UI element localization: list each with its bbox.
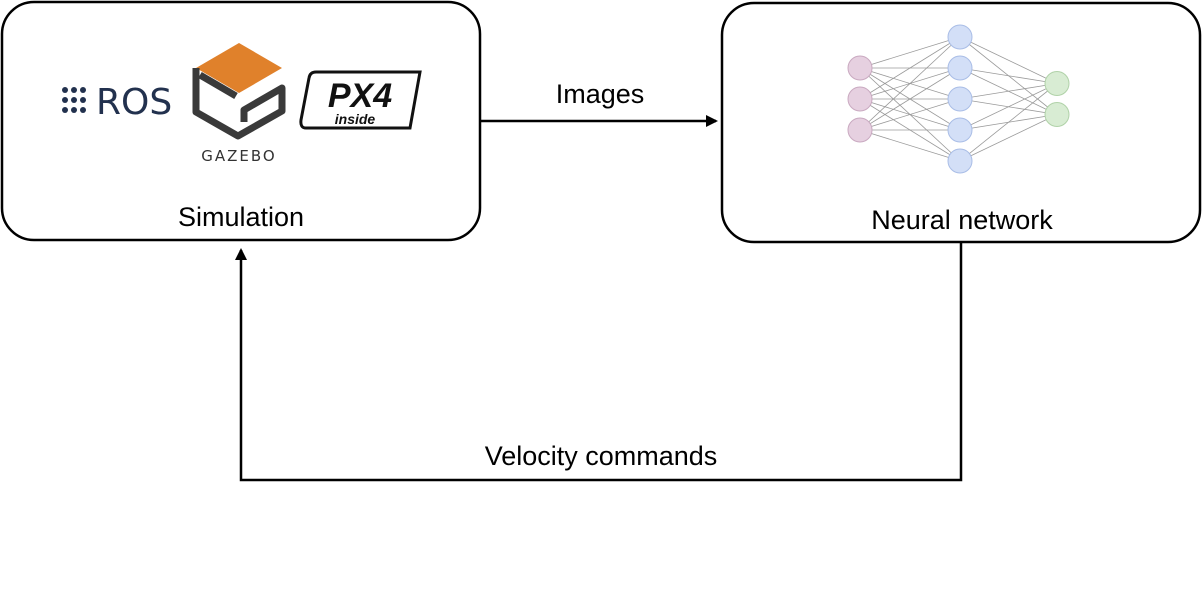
nn-connection [959, 83, 1058, 162]
nn-neuron-layer-2 [947, 148, 973, 174]
nn-connection [859, 129, 961, 162]
neural-network-label: Neural network [871, 205, 1053, 235]
nn-connection [859, 67, 961, 131]
gazebo-cube-top-icon [196, 43, 282, 93]
neural-network-node: Neural network [720, 1, 1202, 244]
velocity-commands-edge: Velocity commands [235, 243, 963, 482]
neural-network-graphic [847, 24, 1070, 174]
nn-connection [859, 36, 961, 100]
nn-connection [959, 114, 1058, 162]
px4-logo-text: PX4 [328, 77, 392, 115]
nn-neuron-layer-1 [847, 55, 873, 81]
nn-neuron-layer-3 [1044, 71, 1070, 96]
px4-logo: PX4 inside [299, 70, 422, 130]
nn-connection [859, 36, 961, 131]
gazebo-cube-frame-icon [192, 68, 286, 140]
nn-neuron-layer-1 [847, 86, 873, 112]
ros-dots-icon [62, 87, 86, 113]
gazebo-logo: GAZEBO [192, 43, 286, 165]
gazebo-logo-text: GAZEBO [201, 147, 276, 165]
nn-connection [959, 83, 1058, 131]
nn-neuron-layer-3 [1044, 102, 1070, 127]
nn-neuron-layer-2 [947, 117, 973, 143]
nn-connection [959, 36, 1058, 84]
nn-neuron-layer-1 [847, 117, 873, 143]
images-edge: Images [481, 79, 718, 127]
velocity-commands-edge-label: Velocity commands [485, 441, 718, 471]
simulation-label: Simulation [178, 202, 304, 232]
nn-connection [859, 36, 961, 69]
images-edge-label: Images [556, 79, 645, 109]
nn-neuron-layer-2 [947, 24, 973, 50]
nn-neuron-layer-2 [947, 55, 973, 81]
nn-connection [959, 83, 1058, 100]
px4-badge-icon [299, 70, 422, 130]
ros-logo: ROS [62, 82, 172, 123]
nn-neuron-layer-2 [947, 86, 973, 112]
simulation-node: ROS GAZEBO PX4 inside Simulation [0, 0, 482, 242]
nn-connection [959, 67, 1058, 84]
px4-logo-subtext: inside [335, 111, 376, 127]
ros-logo-text: ROS [96, 82, 172, 123]
nn-connection [859, 98, 961, 131]
